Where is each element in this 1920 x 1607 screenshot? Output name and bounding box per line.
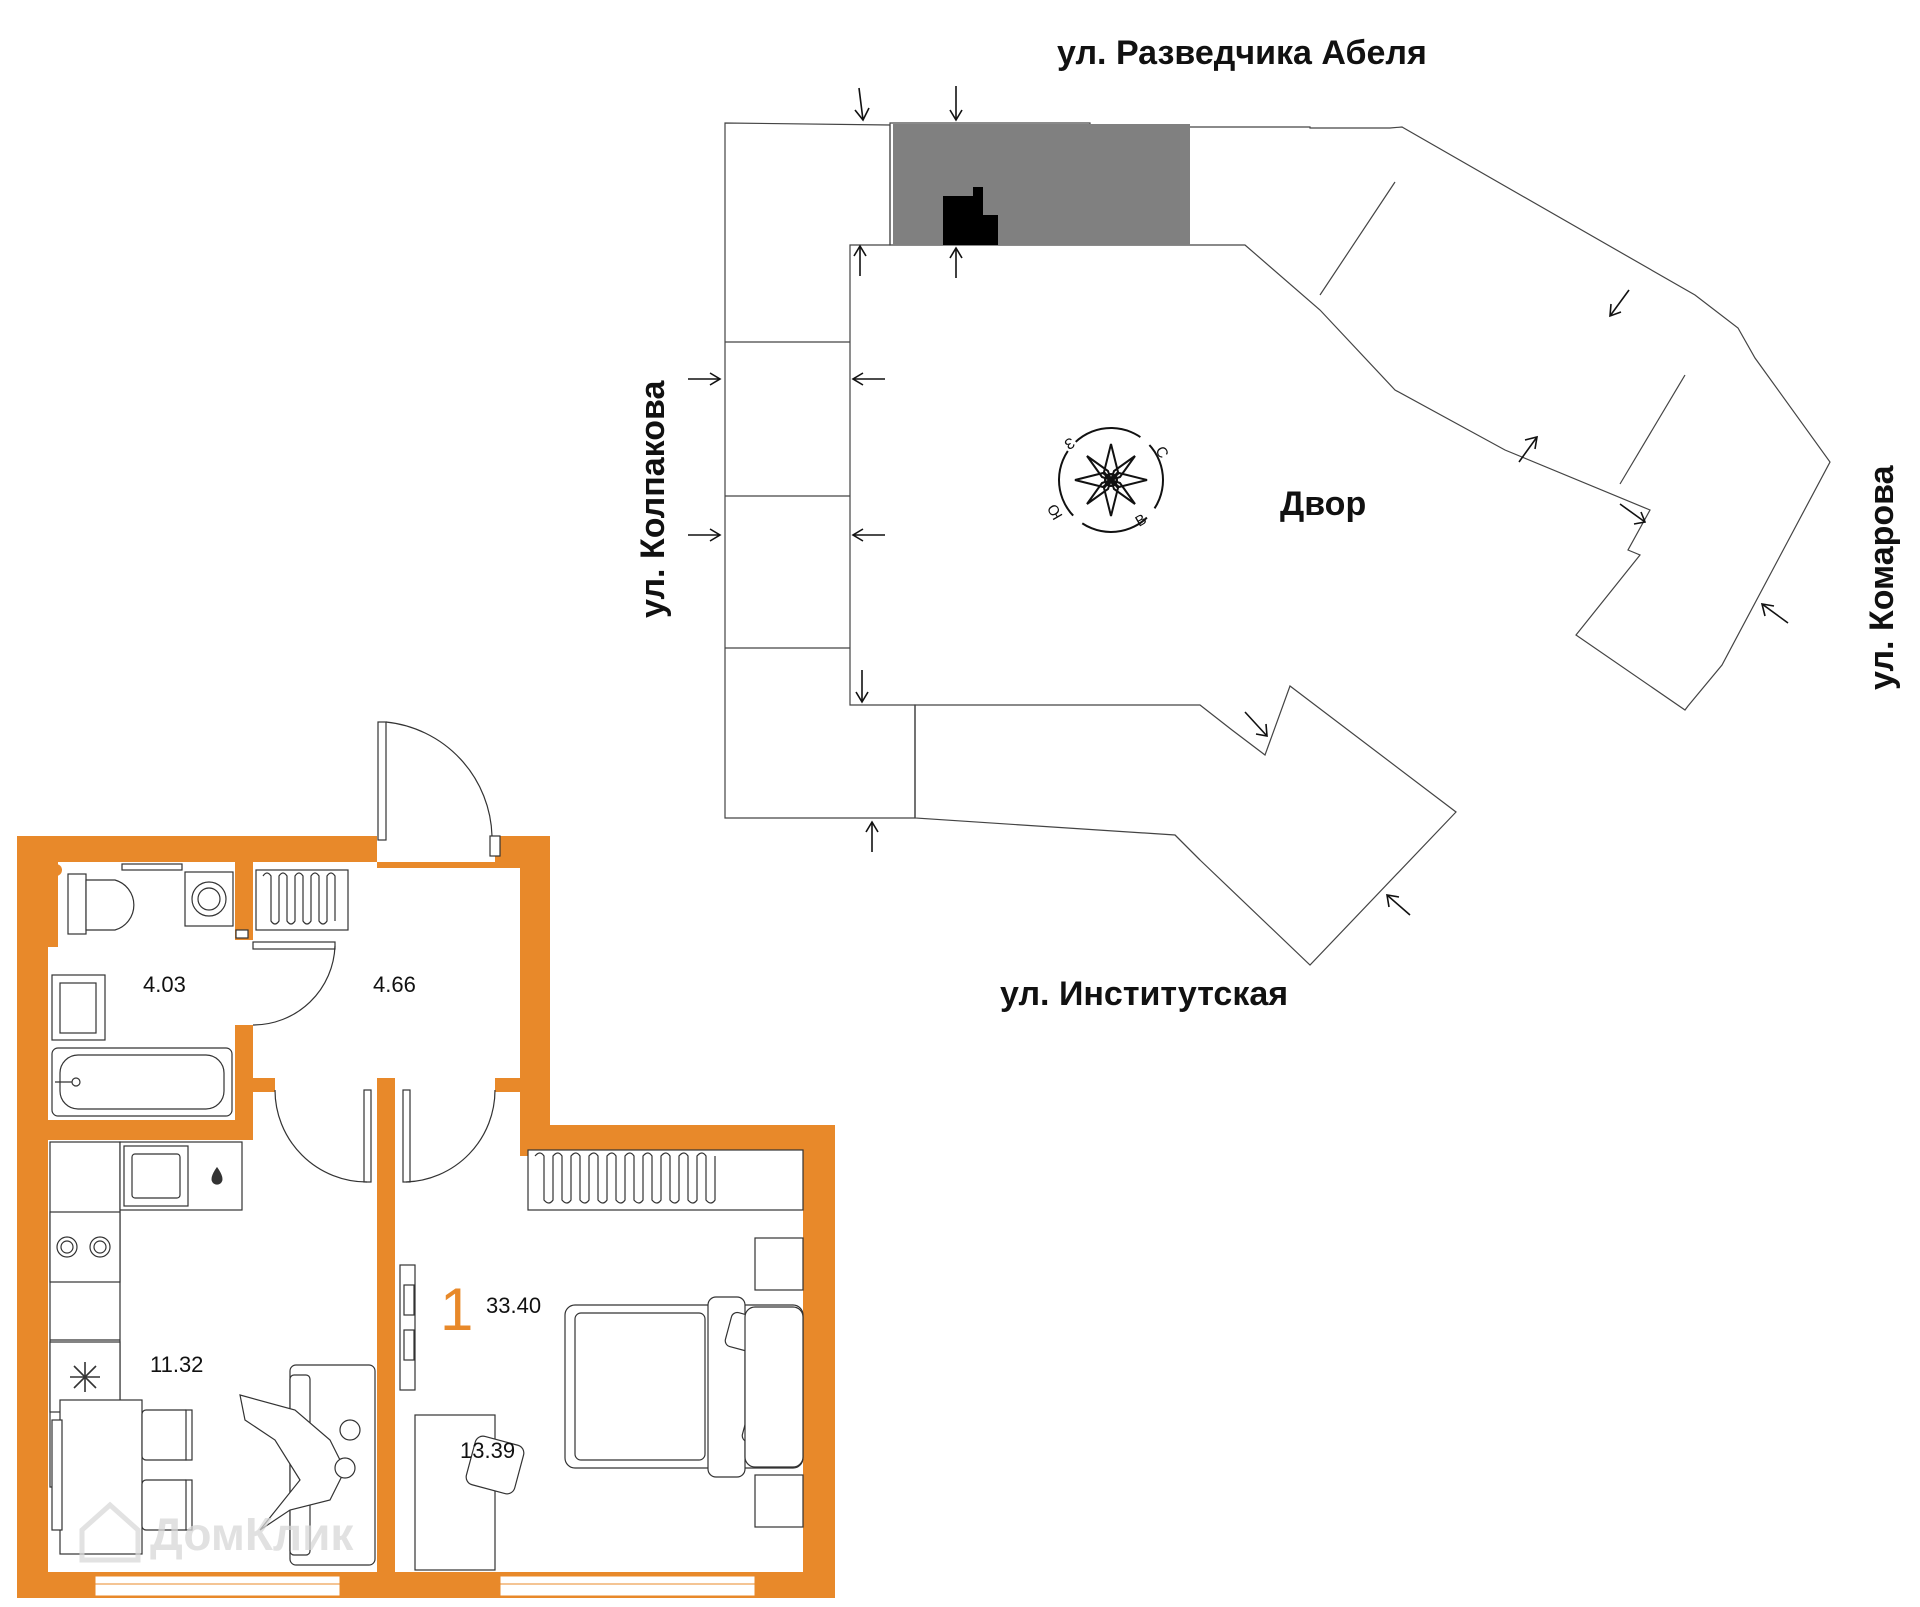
window <box>94 1575 341 1597</box>
compass-south: Ю <box>1044 501 1066 523</box>
area-bedroom: 13.39 <box>460 1438 515 1463</box>
area-bathroom: 4.03 <box>143 972 186 997</box>
building-south-wing <box>914 685 1457 966</box>
arrow-icon <box>854 87 870 122</box>
arrow-icon <box>853 244 867 276</box>
window <box>499 1575 756 1597</box>
desk-chair <box>465 1435 525 1495</box>
compass-north: С <box>1152 444 1172 462</box>
section-divider <box>1174 834 1201 861</box>
selected-section <box>893 124 1190 245</box>
doors <box>252 721 501 1183</box>
wall-kitchen-stub <box>253 1078 275 1092</box>
entrance-door-leaf <box>377 721 387 841</box>
compass-star-icon <box>1074 443 1148 517</box>
street-east: ул. Комарова <box>1863 464 1901 690</box>
section-divider <box>1319 181 1396 296</box>
arrow-icon <box>949 246 963 278</box>
wall-bath-kitchen <box>48 1120 253 1140</box>
yard-label: Двор <box>1280 485 1366 523</box>
arrow-icon <box>855 670 869 704</box>
arrow-icon <box>688 372 722 386</box>
bathroom-door-leaf <box>252 941 336 950</box>
hall-radiator <box>235 869 349 939</box>
compass-west: З <box>1061 434 1077 453</box>
section-divider <box>1619 374 1686 485</box>
room-count: 1 <box>440 1276 473 1343</box>
watermark-logo-icon <box>79 1501 141 1563</box>
arrow-icon <box>1518 435 1538 463</box>
arrow-icon <box>1760 603 1789 624</box>
entrance-arrows <box>688 86 1789 916</box>
nightstand <box>754 1237 804 1291</box>
watermark: ДомКлик <box>79 1501 354 1563</box>
chair <box>141 1409 191 1461</box>
arrow-icon <box>865 820 879 852</box>
chair <box>51 1419 63 1531</box>
kitchen-furniture <box>49 1141 376 1566</box>
apartment-marker <box>943 187 998 245</box>
water-drop-icon <box>211 1166 223 1185</box>
area-hallway: 4.66 <box>373 972 416 997</box>
building-west-wing <box>724 122 916 819</box>
apartment-plan: 4.03 4.66 11.32 13.39 1 33.40 <box>17 721 835 1598</box>
arrow-icon <box>688 528 722 542</box>
compass-east: В <box>1133 511 1150 531</box>
riser-marker <box>50 864 62 876</box>
watermark-text: ДомКлик <box>150 1508 354 1560</box>
toilet-icon <box>67 873 87 935</box>
arrow-icon <box>851 528 885 542</box>
building-north-wing <box>889 122 1831 711</box>
arrow-icon <box>851 372 885 386</box>
bedroom-radiator <box>527 1149 804 1211</box>
wall-bath-hall-lower <box>235 1025 253 1140</box>
people-sketch <box>239 1394 346 1531</box>
arrow-icon <box>1619 503 1647 525</box>
arrow-icon <box>949 86 963 122</box>
bedroom-furniture <box>399 1149 804 1571</box>
wall-kitchen-bedroom <box>377 1078 395 1572</box>
wardrobe <box>399 1264 416 1391</box>
site-plan <box>724 122 1831 966</box>
arrow-icon <box>1386 894 1411 916</box>
wall-hall-stub <box>495 1078 520 1092</box>
wall-bath-hall <box>235 836 253 940</box>
wall-bath-top <box>48 862 58 947</box>
dining-table <box>59 1399 143 1555</box>
bedroom-door-leaf <box>402 1089 411 1183</box>
kitchen-door-leaf <box>363 1089 372 1183</box>
street-north: ул. Разведчика Абеля <box>1057 34 1427 72</box>
nightstand <box>754 1474 804 1528</box>
arrow-icon <box>1609 289 1630 318</box>
arrow-icon <box>1244 711 1268 737</box>
snowflake-icon <box>70 1362 100 1392</box>
compass-rose: С В Ю З <box>1044 426 1172 534</box>
area-kitchen-living: 11.32 <box>150 1352 203 1377</box>
total-area: 33.40 <box>486 1293 541 1318</box>
bathroom-fixtures <box>51 863 234 1117</box>
street-south: ул. Институтская <box>1000 975 1288 1013</box>
street-west: ул. Колпакова <box>634 380 672 618</box>
